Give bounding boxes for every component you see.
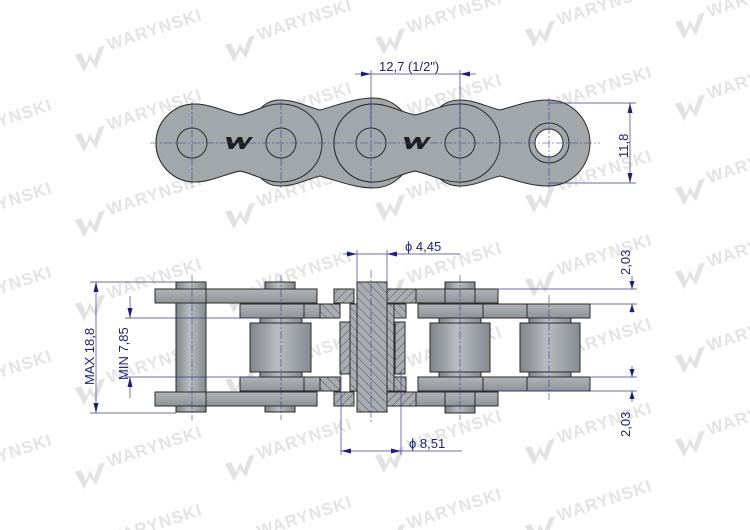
max-width-dimension: MAX 18,8 <box>82 281 176 414</box>
roller <box>249 322 312 373</box>
top-view: 12,7 (1/2") 11,8 <box>150 59 636 189</box>
pin <box>175 281 207 413</box>
outer-plate-bottom <box>415 391 499 407</box>
plate-thickness-bottom-label: 2,03 <box>618 412 633 437</box>
pin-diameter-label: ϕ 4,45 <box>405 239 441 254</box>
inner-plate-top <box>417 303 591 319</box>
plate-thickness-top-dimension: 2,03 <box>498 250 637 313</box>
roller-section <box>339 321 351 375</box>
plate-thickness-bottom-dimension: 2,03 <box>498 366 637 437</box>
pin-section <box>356 281 388 413</box>
inner-plate-bottom <box>239 376 333 392</box>
plate-height-dimension: 11,8 <box>549 102 636 184</box>
pitch-label: 12,7 (1/2") <box>379 59 439 74</box>
roller-diameter-dimension: ϕ 8,51 <box>340 372 462 455</box>
outer-plate-bottom <box>154 391 318 407</box>
roller <box>519 322 581 373</box>
min-width-dimension: MIN 7,85 <box>116 296 260 398</box>
inner-plate-bottom <box>417 376 591 392</box>
plate-height-label: 11,8 <box>616 134 631 158</box>
pitch-dimension: 12,7 (1/2") <box>355 59 476 128</box>
outer-plate-top <box>154 288 318 304</box>
roller-diameter-label: ϕ 8,51 <box>409 436 445 451</box>
inner-plate-top <box>239 303 333 319</box>
outer-plate-top <box>415 288 499 304</box>
section-cut <box>319 270 417 424</box>
plate-thickness-top-label: 2,03 <box>618 250 633 275</box>
pin-diameter-dimension: ϕ 4,45 <box>343 239 460 282</box>
min-width-label: MIN 7,85 <box>116 327 131 380</box>
max-width-label: MAX 18,8 <box>82 328 97 385</box>
side-view: ϕ 4,45 ϕ 8,51 MAX 18,8 <box>82 239 637 455</box>
